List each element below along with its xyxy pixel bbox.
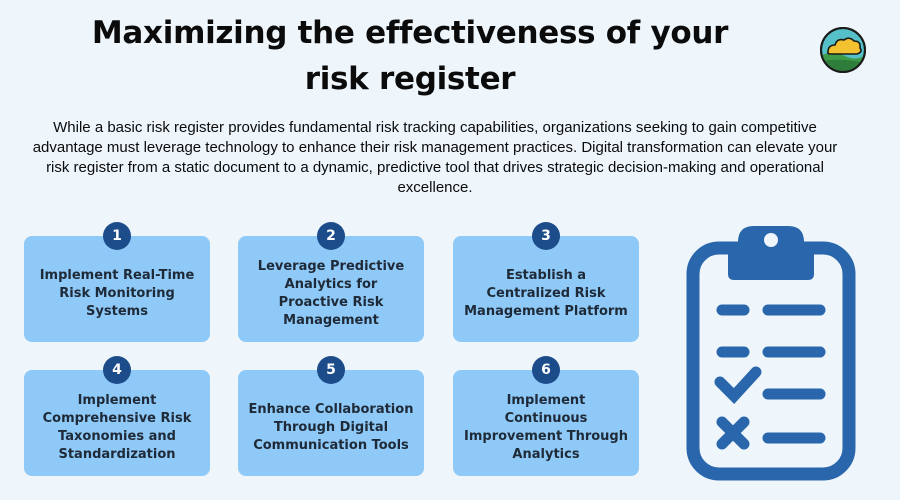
title-line-2: risk register (304, 61, 516, 97)
step-label-5: Enhance Collaboration Through Digital Co… (248, 402, 414, 453)
step-label-4: Implement Comprehensive Risk Taxonomies … (42, 393, 192, 462)
step-card-6: Implement Continuous Improvement Through… (453, 370, 639, 476)
step-label-3: Establish a Centralized Risk Management … (464, 268, 628, 319)
step-card-1: Implement Real-Time Risk Monitoring Syst… (24, 236, 210, 342)
step-label-6: Implement Continuous Improvement Through… (464, 393, 628, 462)
step-label-1: Implement Real-Time Risk Monitoring Syst… (39, 268, 195, 319)
step-card-2: Leverage Predictive Analytics for Proact… (238, 236, 424, 342)
title-line-1: Maximizing the effectiveness of your (91, 15, 729, 51)
step-card-5: Enhance Collaboration Through Digital Co… (238, 370, 424, 476)
step-badge-3: 3 (532, 222, 560, 250)
step-card-3: Establish a Centralized Risk Management … (453, 236, 639, 342)
step-card-4: Implement Comprehensive Risk Taxonomies … (24, 370, 210, 476)
step-badge-6: 6 (532, 356, 560, 384)
cloud-landscape-logo-icon (820, 27, 866, 73)
step-label-2: Leverage Predictive Analytics for Proact… (257, 259, 405, 328)
step-badge-5: 5 (317, 356, 345, 384)
intro-paragraph: While a basic risk register provides fun… (32, 119, 838, 196)
clipboard-checklist-icon (686, 226, 856, 481)
step-badge-4: 4 (103, 356, 131, 384)
step-badge-2: 2 (317, 222, 345, 250)
step-badge-1: 1 (103, 222, 131, 250)
page-title: Maximizing the effectiveness of your ris… (60, 10, 760, 102)
